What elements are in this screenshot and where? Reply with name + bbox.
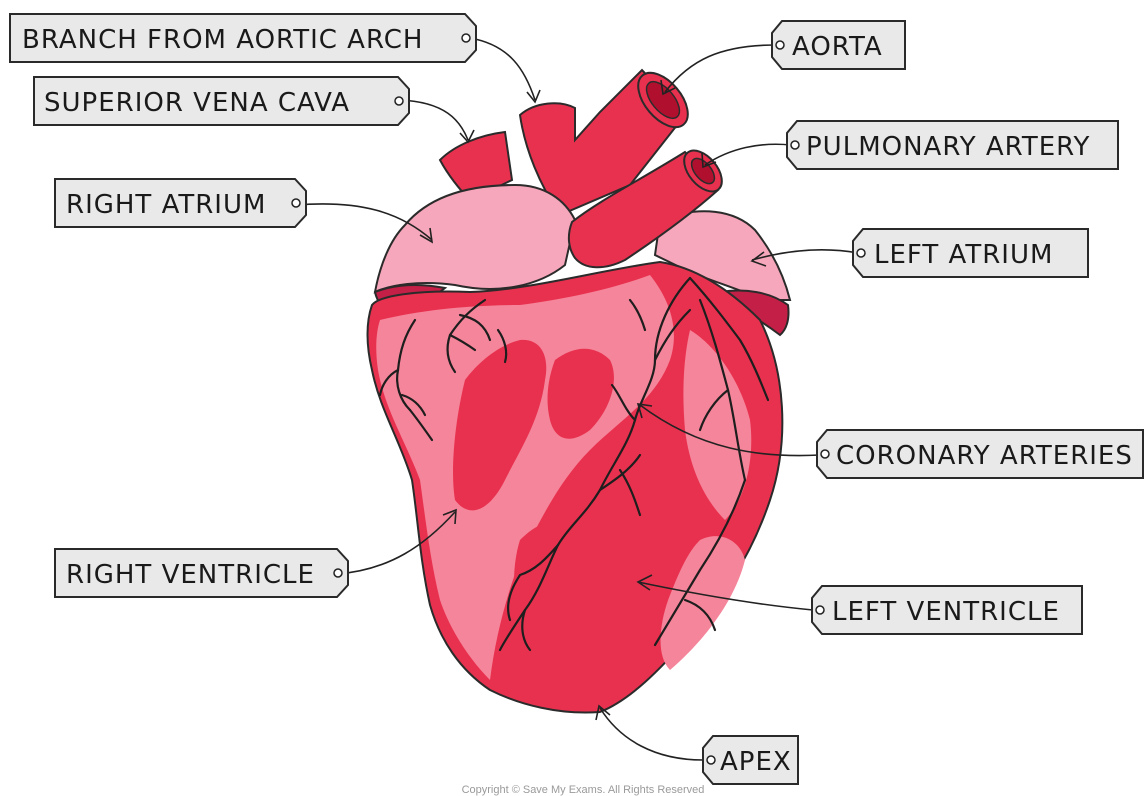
label-tag-left-atrium: LEFT ATRIUM — [853, 229, 1088, 277]
label-tag-coronary-arteries: CORONARY ARTERIES — [817, 430, 1143, 478]
label-right-atrium: RIGHT ATRIUM — [66, 190, 266, 220]
copyright-text: Copyright © Save My Exams. All Rights Re… — [462, 784, 705, 796]
label-branch-aortic-arch: BRANCH FROM AORTIC ARCH — [22, 25, 423, 55]
label-tag-apex: APEX — [703, 736, 798, 784]
label-left-atrium: LEFT ATRIUM — [874, 240, 1053, 270]
label-tag-right-atrium: RIGHT ATRIUM — [55, 179, 306, 227]
label-superior-vena-cava: SUPERIOR VENA CAVA — [44, 88, 350, 118]
label-tag-aorta: AORTA — [772, 21, 905, 69]
label-tag-superior-vena-cava: SUPERIOR VENA CAVA — [34, 77, 409, 125]
label-apex: APEX — [720, 747, 792, 777]
label-pulmonary-artery: PULMONARY ARTERY — [806, 132, 1090, 162]
label-tag-branch-aortic-arch: BRANCH FROM AORTIC ARCH — [10, 14, 476, 62]
label-coronary-arteries: CORONARY ARTERIES — [836, 441, 1133, 471]
label-tag-left-ventricle: LEFT VENTRICLE — [812, 586, 1082, 634]
heart-illustration — [368, 64, 791, 713]
label-tag-pulmonary-artery: PULMONARY ARTERY — [787, 121, 1118, 169]
label-tag-right-ventricle: RIGHT VENTRICLE — [55, 549, 348, 597]
label-left-ventricle: LEFT VENTRICLE — [832, 597, 1060, 627]
right-atrium-shape — [375, 185, 575, 292]
label-aorta: AORTA — [792, 32, 883, 62]
label-right-ventricle: RIGHT VENTRICLE — [66, 560, 315, 590]
